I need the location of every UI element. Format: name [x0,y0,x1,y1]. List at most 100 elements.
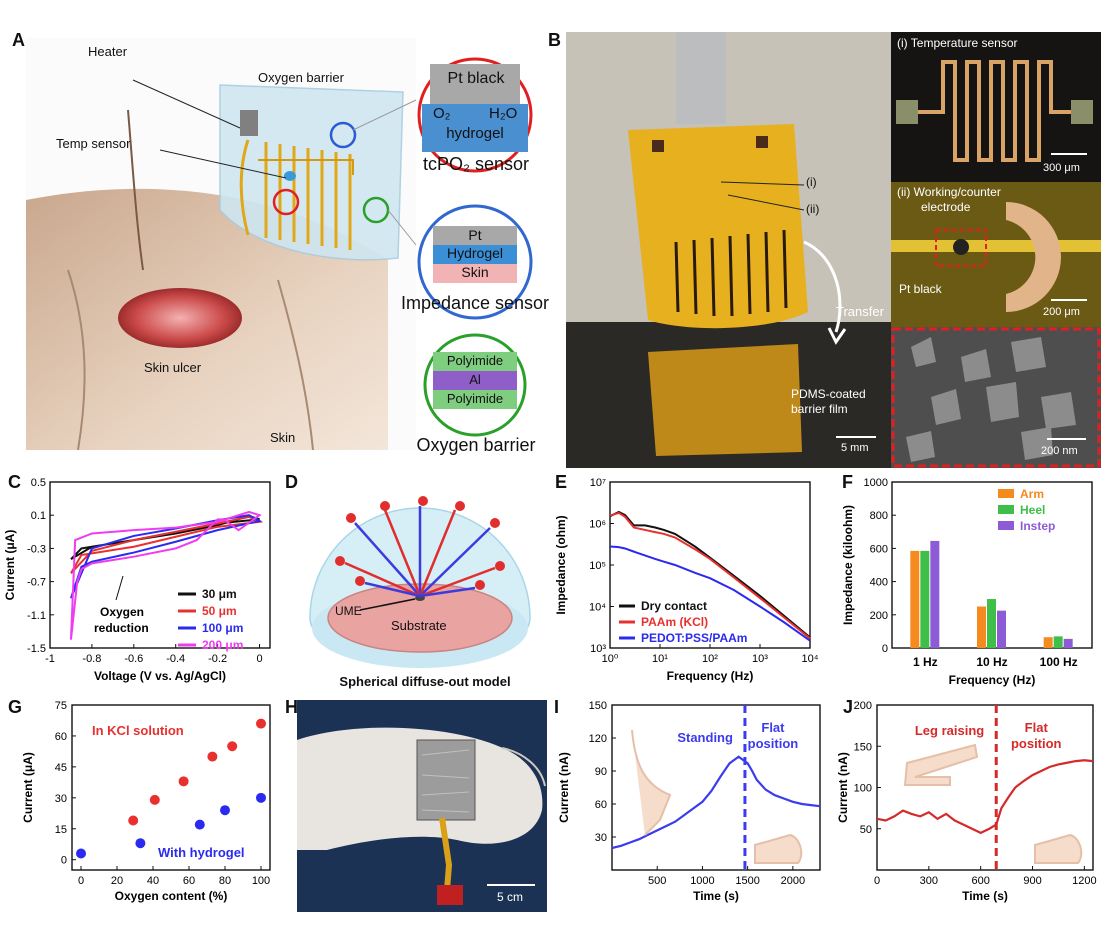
chart-f-category-label: 1 Hz [913,655,938,669]
chart-f-legend-label: Instep [1020,519,1055,533]
sem-micrograph: 200 nm [891,327,1101,468]
chart-f-xlabel: Frequency (Hz) [949,673,1036,687]
chart-e-xtick-label: 10⁴ [802,653,819,665]
chart-f-bar [1063,638,1073,648]
chart-i-xtick-label: 500 [648,875,666,887]
skin-ulcer-icon [118,288,242,348]
panel-f-label: F [842,472,853,492]
tcpo2-caption: tcPO₂ sensor [422,154,530,174]
panel-a: A [8,30,553,460]
chart-e-series-line [609,510,811,639]
impedance-layer-skin: Skin [461,264,489,280]
chart-g-xtick-label: 0 [78,875,84,887]
panel-d: D UME Substrate Spherical diffuse-out mo… [285,468,545,698]
chart-e-ytick-label: 10⁶ [589,519,606,531]
panel-c-label: C [8,472,21,492]
chart-i-ytick-label: 120 [589,733,607,745]
tcpo2-top-label: Pt black [447,70,505,87]
chart-i-ytick-label: 150 [589,700,607,712]
temp-sensor-scale: 300 μm [1043,162,1080,174]
pt-black-label: Pt black [899,282,942,296]
chart-c-xtick-label: -1 [45,653,55,665]
barrier-layer-polyimide-1: Polyimide [446,353,504,368]
chart-c-legend-label: 50 μm [202,604,237,618]
chart-g-xtick-label: 60 [183,875,195,887]
chart-e-ytick-label: 10³ [590,643,606,655]
tcpo2-sensor-icon [417,57,533,173]
foot-photo-drawing [297,700,547,912]
panel-j-label: J [843,697,854,717]
chart-g-ytick-label: 30 [55,793,67,805]
tcpo2-bottom-label: hydrogel [446,125,504,142]
chart-g-ytick-label: 60 [55,731,67,743]
chart-j-xtick-label: 900 [1023,875,1041,887]
chart-e-ytick-label: 10⁷ [590,477,606,489]
chart-e-xtick-label: 10² [702,653,718,665]
pdms-label-2: barrier film [791,402,848,416]
tcpo2-h2o-label: H₂O [489,105,518,122]
chart-c-xtick-label: -0.2 [208,653,227,665]
temp-sensor-drawing [896,60,1093,162]
chart-f-bar [1053,636,1063,648]
chart-e-legend-label: Dry contact [641,599,707,613]
skin-label: Skin [270,430,296,445]
chart-j-ytick-label: 150 [854,741,872,753]
electrode-drawing [891,202,1101,312]
temp-sensor-micrograph: (i) Temperature sensor 300 μm [891,32,1101,182]
panel-b: B (i) (ii) Transfer PDMS-coated barrier … [548,30,1103,470]
chart-e-xtick-label: 10⁰ [602,653,619,665]
chart-c-legend-label: 200 μm [202,638,243,652]
chart-j-annotation-right-2: position [1011,736,1062,751]
chart-e-series-line [609,545,811,642]
ume-label: UME [335,604,362,618]
chart-j-annotation-left: Leg raising [915,723,984,738]
chart-c-ytick-label: -1.1 [27,610,46,622]
chart-c-legend-label: 30 μm [202,587,237,601]
panel-a-label: A [12,30,25,50]
chart-f-ytick-label: 0 [882,643,888,655]
heater-label: Heater [88,44,128,59]
chart-c-annotation-1: Oxygen [100,605,144,619]
chart-g-ytick-label: 15 [55,824,67,836]
pdms-label-1: PDMS-coated [791,387,866,401]
chart-c-ytick-label: -0.3 [27,543,46,555]
chart-j-xtick-label: 0 [874,875,880,887]
chart-e-legend-label: PEDOT:PSS/PAAm [641,631,747,645]
chart-f-bar [920,550,930,648]
chart-i-ylabel: Current (nA) [557,752,571,823]
chart-j-annotation-right-1: Flat [1025,720,1049,735]
chart-i-ytick-label: 30 [595,832,607,844]
chart-g-point [227,741,238,752]
chart-i-ytick-label: 90 [595,766,607,778]
chart-j-raised-leg-icon [903,743,979,786]
chart-e-legend-label: PAAm (KCl) [641,615,708,629]
chart-g-ylabel: Current (μA) [21,752,35,823]
barrier-caption: Oxygen barrier [416,435,536,455]
main-scale-label: 5 mm [841,442,869,454]
chart-i-standing-leg-icon [631,729,672,836]
chart-e-ytick-label: 10⁵ [589,560,606,572]
impedance-sensor-icon [417,204,533,320]
chart-c-xtick-label: -0.8 [82,653,101,665]
skin-ulcer-label: Skin ulcer [144,360,202,375]
chart-g-point [128,815,139,826]
chart-c-ylabel: Current (μA) [3,530,17,601]
chart-e-xtick-label: 10¹ [652,653,668,665]
chart-g-point [256,718,266,729]
chart-j-ytick-label: 200 [854,700,872,712]
diffusion-model-illustration [309,496,531,668]
chart-i-ytick-label: 60 [595,799,607,811]
chart-j-ytick-label: 50 [860,824,872,836]
impedance-layer-pt: Pt [468,227,482,243]
chart-g-point [194,819,205,830]
chart-e-series-line [609,511,811,640]
chart-i-annotation-right-1: Flat [761,720,785,735]
